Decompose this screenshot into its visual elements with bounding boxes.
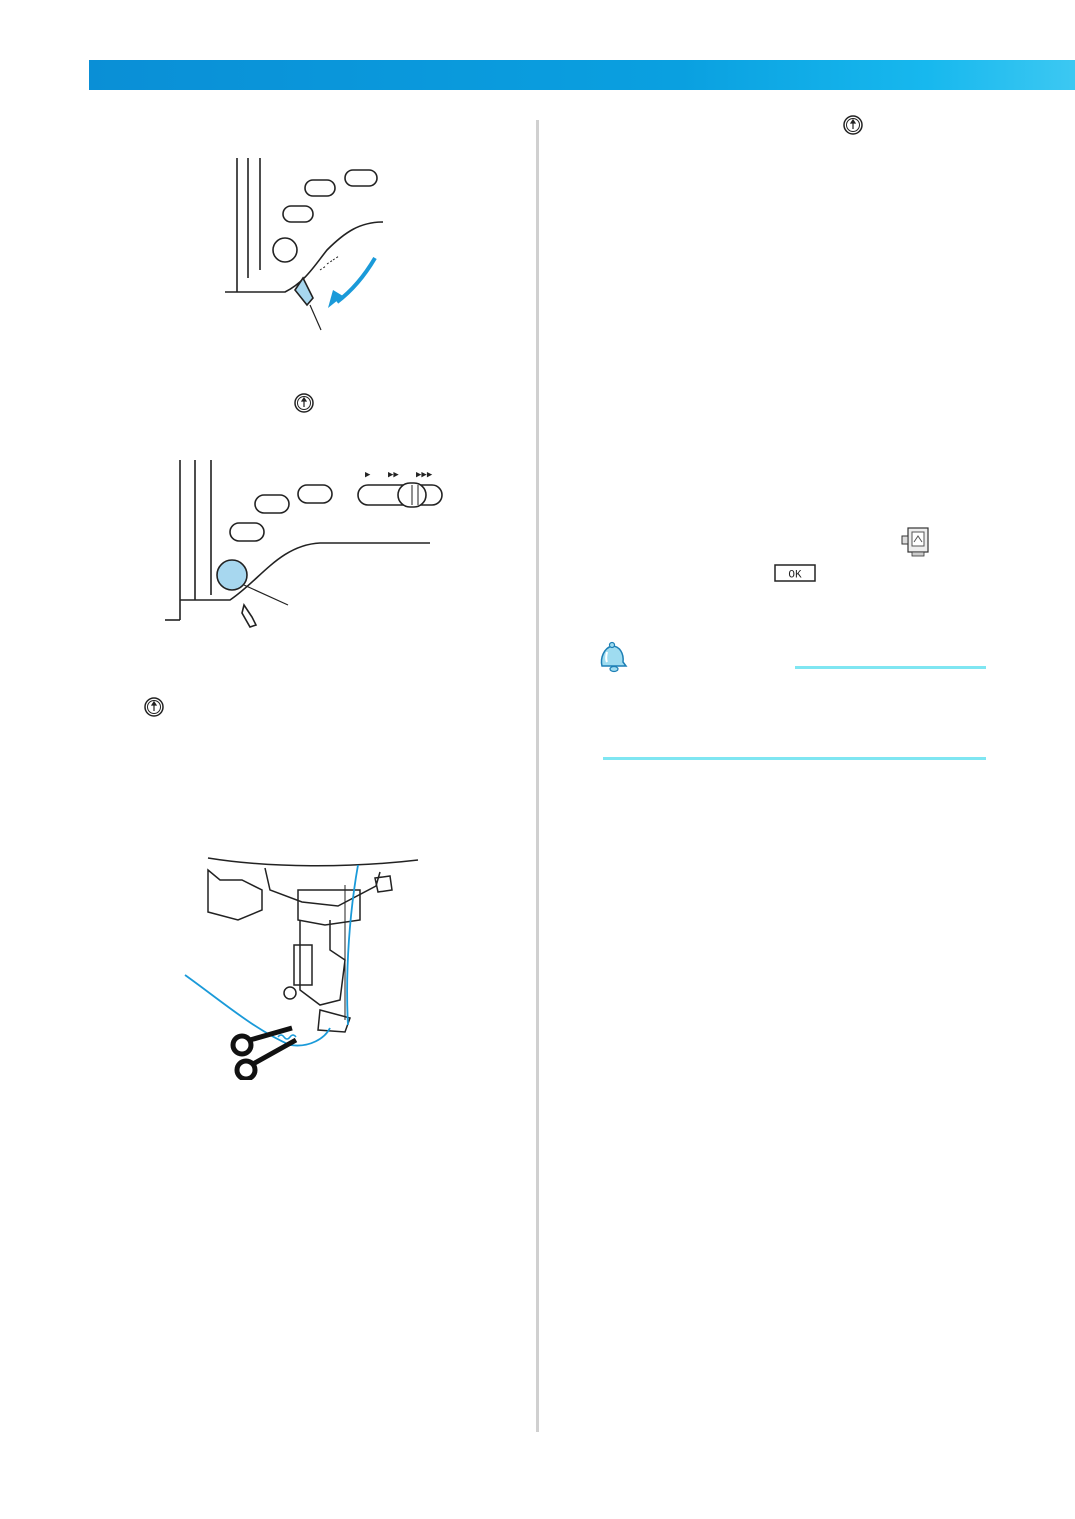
column-divider bbox=[536, 120, 539, 1432]
arrow-head bbox=[328, 290, 343, 308]
presser-foot bbox=[317, 1009, 351, 1033]
memo-bell-icon bbox=[600, 641, 628, 673]
panel-button bbox=[304, 179, 336, 197]
start-stop-button-icon bbox=[144, 697, 164, 717]
header-bar bbox=[89, 60, 1075, 90]
panel-button bbox=[229, 522, 265, 542]
speed-mark-fast: ▶▶▶ bbox=[416, 470, 433, 480]
speed-slider-track bbox=[357, 484, 443, 506]
panel-button bbox=[344, 169, 378, 187]
cut-thread bbox=[184, 974, 331, 1047]
machine-body-outline bbox=[180, 542, 430, 601]
speed-mark-slow: ▶ bbox=[365, 470, 371, 480]
embroidery-frame-icon bbox=[901, 527, 929, 557]
start-stop-button-icon bbox=[843, 115, 863, 135]
thread-cutter-lever bbox=[294, 276, 314, 307]
speed-mark-medium: ▶▶ bbox=[388, 470, 399, 480]
panel-button bbox=[297, 484, 333, 504]
start-stop-button-icon bbox=[294, 393, 314, 413]
arrow-direction bbox=[335, 256, 377, 304]
ok-key: OK bbox=[774, 564, 816, 582]
ok-key-label: OK bbox=[788, 570, 802, 582]
machine-body-outline bbox=[225, 221, 384, 293]
memo-rule-top bbox=[795, 666, 986, 669]
machine-underside bbox=[207, 857, 419, 867]
callout-line bbox=[309, 304, 322, 331]
start-stop-button-highlighted bbox=[216, 559, 248, 591]
panel-round-button bbox=[272, 237, 298, 263]
start-stop-panel-illustration: ▶ ▶▶ ▶▶▶ bbox=[165, 460, 443, 628]
callout-line bbox=[243, 584, 289, 606]
upper-thread bbox=[346, 864, 359, 1026]
presser-foot-scissors-illustration bbox=[184, 857, 419, 1080]
panel-button bbox=[254, 494, 290, 514]
presser-foot-screw bbox=[283, 986, 297, 1000]
panel-button bbox=[282, 205, 314, 223]
memo-rule-bottom bbox=[603, 757, 986, 760]
thread-cutter-illustration bbox=[225, 158, 384, 331]
scissors-icon bbox=[230, 1025, 298, 1080]
